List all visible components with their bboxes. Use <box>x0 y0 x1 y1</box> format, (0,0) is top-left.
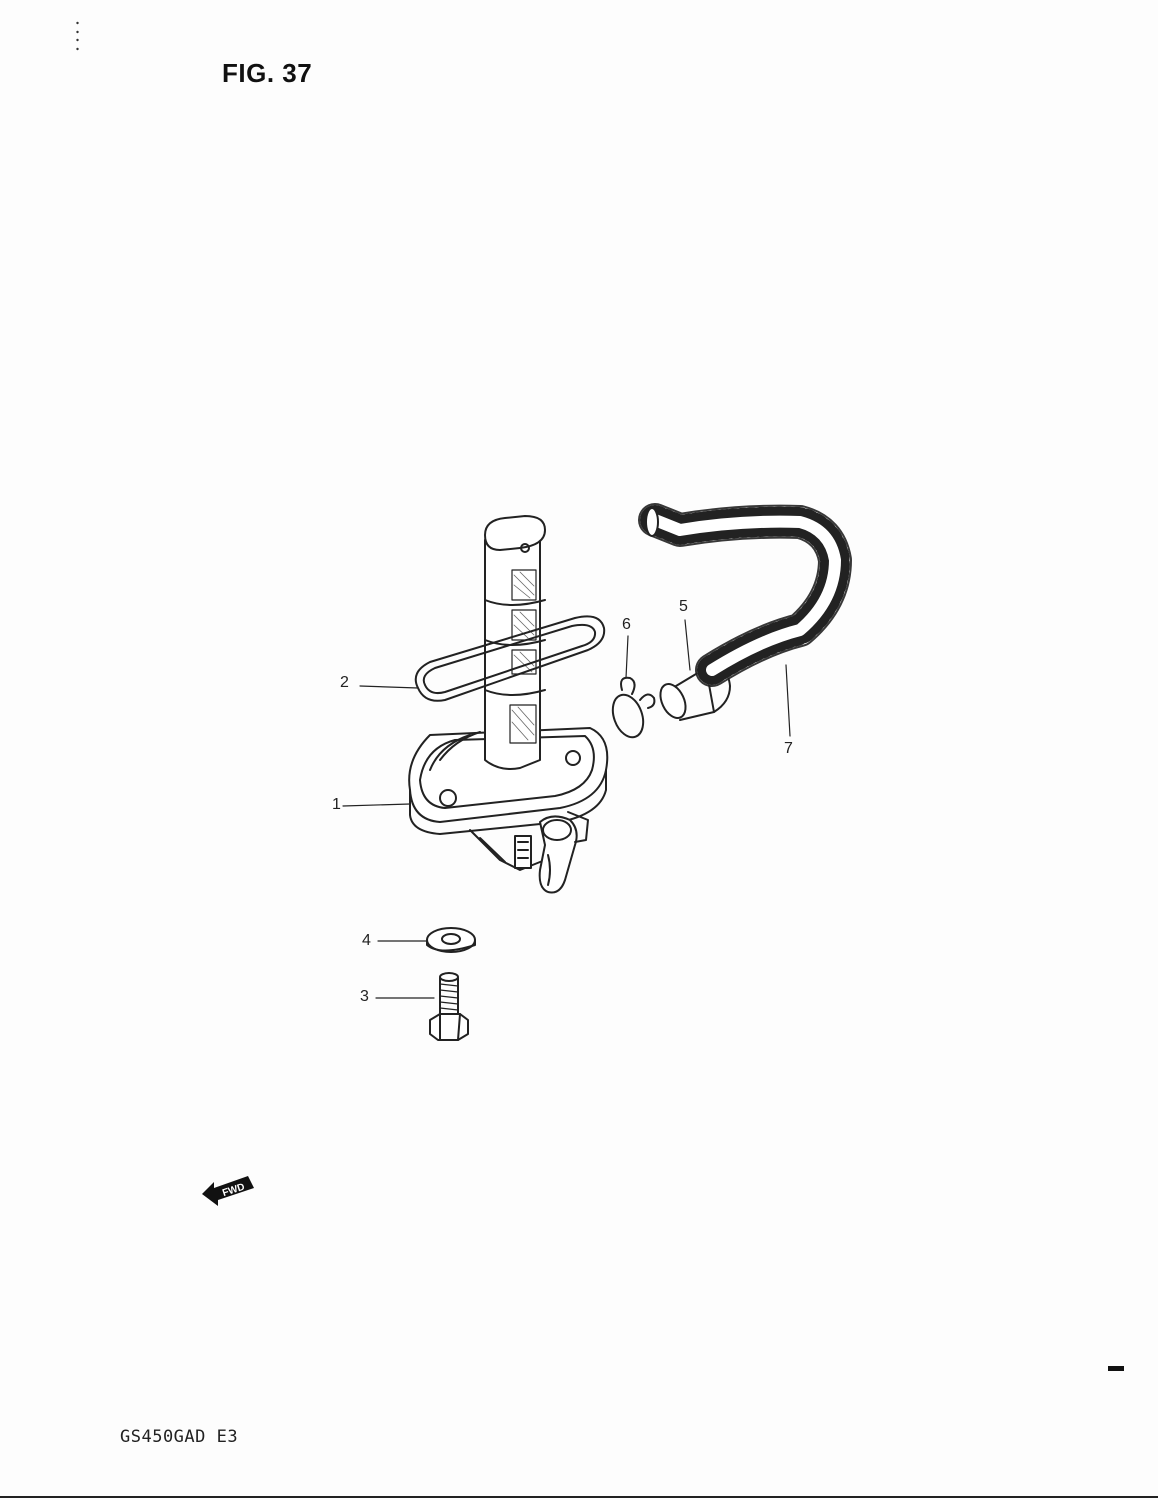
o-ring-gasket-part <box>414 615 606 702</box>
bolt-part <box>429 972 469 1041</box>
washer-part <box>426 927 476 953</box>
callout-3: 3 <box>360 988 369 1005</box>
bottom-border <box>0 1496 1158 1498</box>
forward-direction-badge: FWD <box>200 1170 256 1210</box>
page-edge-mark <box>1108 1366 1124 1371</box>
callout-2: 2 <box>340 674 349 691</box>
leader-lines <box>342 619 791 999</box>
hose-clip-part <box>611 676 656 739</box>
figure-title: FIG. 37 <box>222 58 313 88</box>
callout-4: 4 <box>362 932 371 949</box>
fuel-cock-part <box>408 515 609 894</box>
fuel-hose-part <box>638 503 852 687</box>
callout-6: 6 <box>622 616 631 633</box>
scan-mark <box>76 20 79 52</box>
forward-arrow-icon: FWD <box>202 1176 254 1206</box>
callout-5: 5 <box>679 598 688 615</box>
callout-7: 7 <box>784 740 793 757</box>
callout-1: 1 <box>332 796 341 813</box>
model-code: GS450GAD E3 <box>120 1427 239 1447</box>
